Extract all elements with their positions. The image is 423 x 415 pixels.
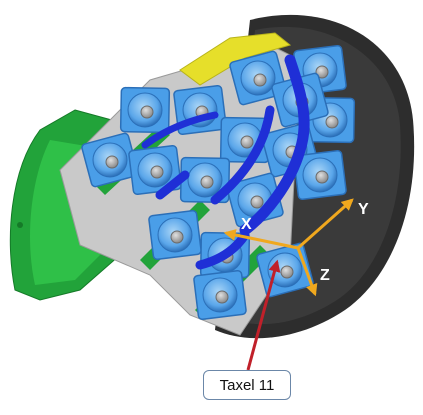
flex-cable xyxy=(210,105,275,205)
taxel-module xyxy=(81,132,139,188)
circle-sensor-icon xyxy=(280,265,294,279)
taxel-module xyxy=(193,269,247,321)
taxel-module xyxy=(148,209,202,261)
mount-hole xyxy=(17,222,23,228)
z-axis-arrow xyxy=(296,247,318,297)
y-axis-arrow xyxy=(297,198,354,250)
z-axis-label: Z xyxy=(320,267,330,284)
circle-sensor-icon xyxy=(253,73,267,87)
taxel-module xyxy=(293,149,347,201)
circle-sensor-icon xyxy=(140,105,154,119)
taxel-callout-label: Taxel 11 xyxy=(219,376,275,394)
flex-cable xyxy=(141,111,219,149)
coordinate-frame: X Y Z xyxy=(223,198,369,297)
yellow-part xyxy=(179,32,292,86)
circle-sensor-icon xyxy=(150,165,164,179)
taxel-array xyxy=(81,44,356,321)
circle-sensor-icon xyxy=(240,135,254,149)
x-axis-label: X xyxy=(241,216,252,233)
taxel-module xyxy=(179,156,231,204)
circle-sensor-icon xyxy=(315,65,329,79)
circle-sensor-icon xyxy=(105,155,119,169)
circle-sensor-icon xyxy=(170,230,184,244)
circle-sensor-icon xyxy=(250,195,264,209)
taxel-module xyxy=(229,50,287,106)
flex-cable xyxy=(239,54,310,236)
y-axis-label: Y xyxy=(358,201,369,218)
circle-sensor-icon xyxy=(325,115,339,129)
circle-sensor-icon xyxy=(215,290,229,304)
flex-cable xyxy=(195,230,250,270)
x-axis-arrow xyxy=(223,229,299,250)
taxel-callout: Taxel 11 xyxy=(203,370,291,400)
circle-sensor-icon xyxy=(315,170,329,184)
taxel-module xyxy=(119,86,171,134)
circle-sensor-icon xyxy=(200,175,214,189)
taxel-module xyxy=(128,144,182,196)
callout-pointer xyxy=(246,259,281,371)
flex-cable xyxy=(155,170,190,200)
